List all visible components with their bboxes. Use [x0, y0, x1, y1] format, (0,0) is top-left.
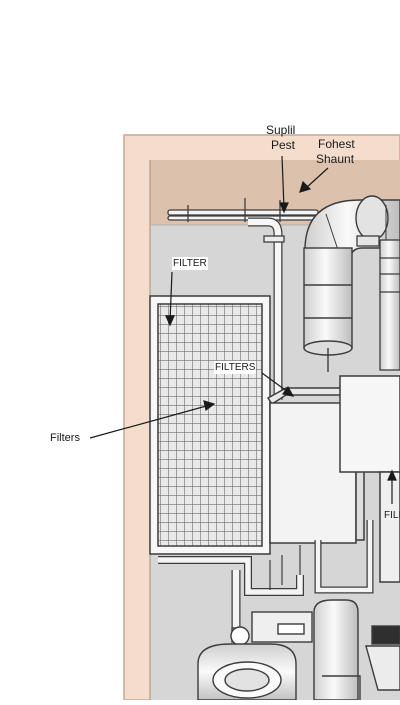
leader-lines [89, 155, 397, 504]
exhaust-label-line2: Shaunt [316, 152, 355, 166]
filters-left-label: Filters [50, 432, 80, 444]
supply-label-line1: Suplil [266, 123, 296, 137]
bottom-equipment [197, 599, 400, 701]
filter-top-label: FILTER [172, 257, 208, 270]
supply-label-line2: Pest [271, 138, 296, 152]
right-cylinders [356, 235, 400, 371]
right-box [339, 375, 400, 583]
duct-cylinder [303, 247, 353, 372]
exhaust-label-line1: Fohest [318, 137, 355, 151]
fil-right-label: FILL [384, 510, 400, 521]
filters-mid-label: FILTERS [214, 361, 257, 374]
filter-panel [149, 295, 271, 555]
